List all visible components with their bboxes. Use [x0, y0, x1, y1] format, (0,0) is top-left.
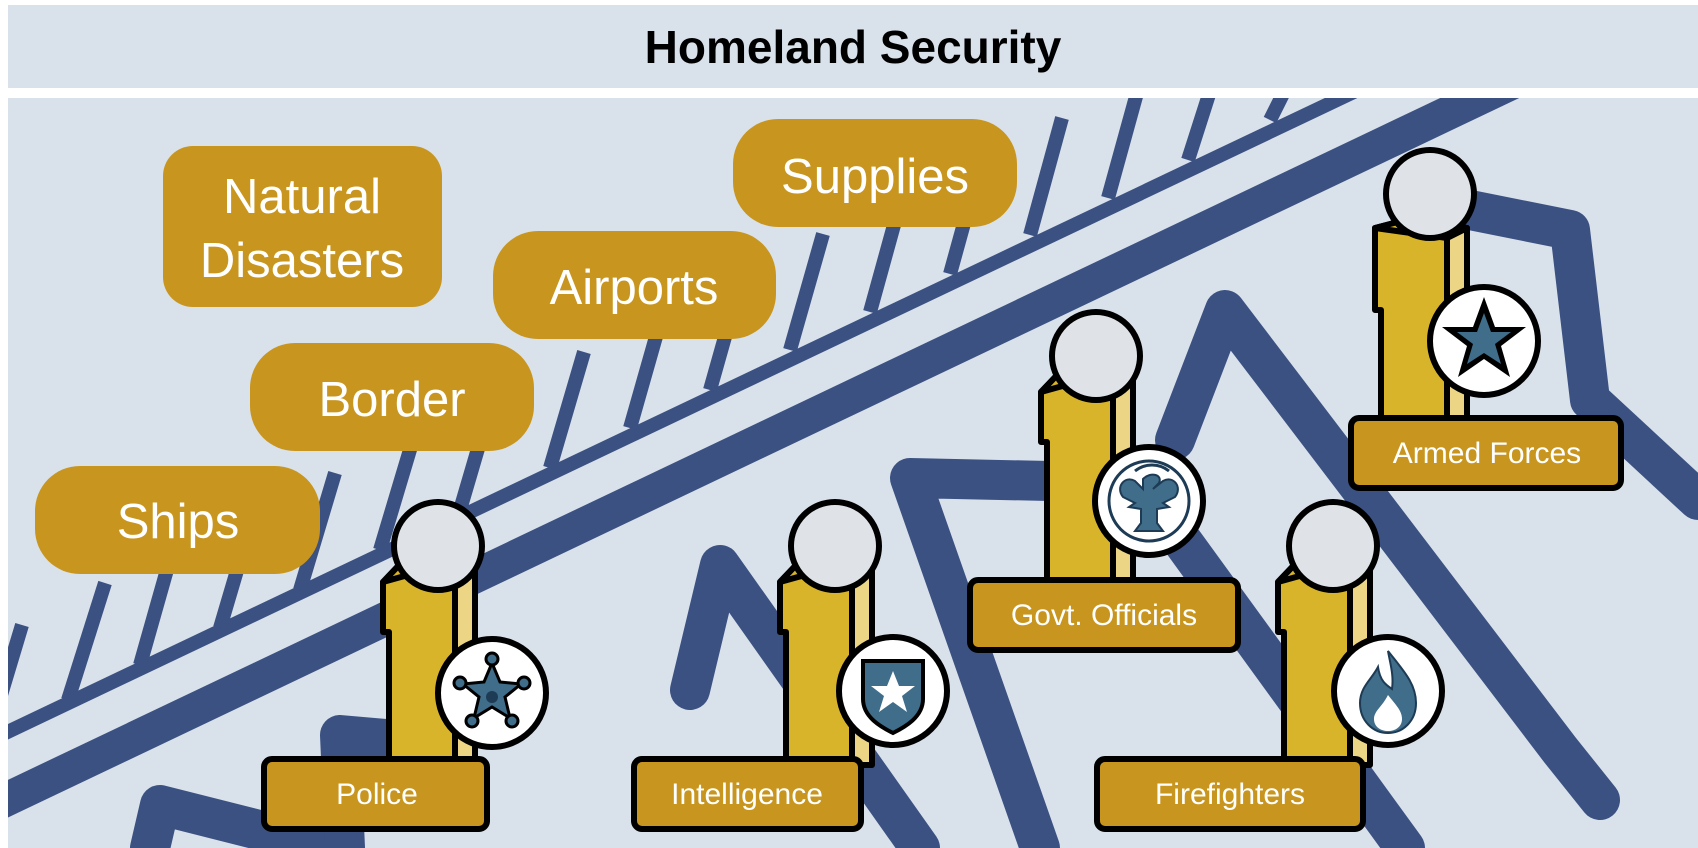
- badge: [1092, 444, 1206, 558]
- threat-label-line-2: Disasters: [200, 234, 404, 288]
- track-tie: [1023, 116, 1069, 237]
- threat-box: [250, 343, 534, 451]
- threat-label: Ships: [117, 495, 240, 549]
- role-label: Firefighters: [1155, 778, 1305, 811]
- threat-supplies: Supplies: [733, 119, 1017, 227]
- track-tie: [783, 232, 830, 352]
- figure-head: [1286, 499, 1380, 593]
- zigzag-line: [890, 458, 1425, 848]
- role-label-box: Police: [261, 756, 490, 832]
- badge: [1331, 634, 1445, 748]
- track-tie: [543, 350, 591, 470]
- rail-thin: [8, 98, 1358, 740]
- person-figure: [1275, 499, 1380, 768]
- threat-natural-disasters: Natural Disasters: [163, 146, 442, 307]
- role-label-box: Intelligence: [631, 756, 864, 832]
- role-label-box: Govt. Officials: [967, 577, 1241, 653]
- threat-box: [493, 231, 776, 339]
- role-police: Police: [261, 499, 549, 832]
- page-title: Homeland Security: [644, 20, 1062, 73]
- track-tie: [1181, 98, 1216, 163]
- threat-label-line-1: Natural: [223, 170, 381, 224]
- role-label-box: Firefighters: [1094, 756, 1366, 832]
- shield-star-icon: [861, 659, 925, 736]
- title-bar: Homeland Security: [8, 5, 1698, 88]
- figure-head: [788, 499, 882, 593]
- badge: [435, 636, 549, 750]
- figure-head: [391, 499, 485, 593]
- zigzag-line: [1155, 290, 1620, 820]
- figure-head: [1049, 309, 1143, 403]
- track-tie: [61, 580, 112, 703]
- threat-airports: Airports: [493, 231, 776, 339]
- role-label: Police: [336, 778, 418, 811]
- role-label: Armed Forces: [1393, 437, 1581, 470]
- role-firefighters: Firefighters: [1094, 499, 1445, 832]
- threat-border: Border: [250, 343, 534, 451]
- track-tie: [1101, 98, 1143, 200]
- threat-label: Airports: [550, 261, 719, 315]
- badge: [1427, 284, 1541, 398]
- flame-icon: [1358, 650, 1418, 735]
- eagle-seal-icon: [1107, 459, 1191, 543]
- role-label: Intelligence: [671, 778, 823, 811]
- role-label: Govt. Officials: [1011, 599, 1197, 632]
- badge: [836, 634, 950, 748]
- zigzag-line: [130, 785, 350, 848]
- track-tie: [373, 430, 422, 553]
- track-tie: [1263, 98, 1289, 124]
- threat-box: [163, 146, 442, 307]
- threat-label: Supplies: [781, 150, 969, 204]
- threat-ships: Ships: [35, 466, 320, 574]
- rail-thick: [8, 98, 1520, 818]
- figure-head: [1383, 147, 1477, 241]
- role-armed-forces: Armed Forces: [1348, 147, 1624, 491]
- zigzag-line: [1450, 190, 1698, 520]
- role-label-box: Armed Forces: [1348, 415, 1624, 491]
- threat-label: Border: [318, 373, 465, 427]
- military-star-icon: [1442, 297, 1526, 377]
- sheriff-star-icon: [452, 651, 532, 729]
- role-intelligence: Intelligence: [631, 499, 950, 832]
- threat-box: [733, 119, 1017, 227]
- role-govt-officials: Govt. Officials: [967, 309, 1241, 653]
- track-tie: [8, 622, 29, 697]
- threat-box: [35, 466, 320, 574]
